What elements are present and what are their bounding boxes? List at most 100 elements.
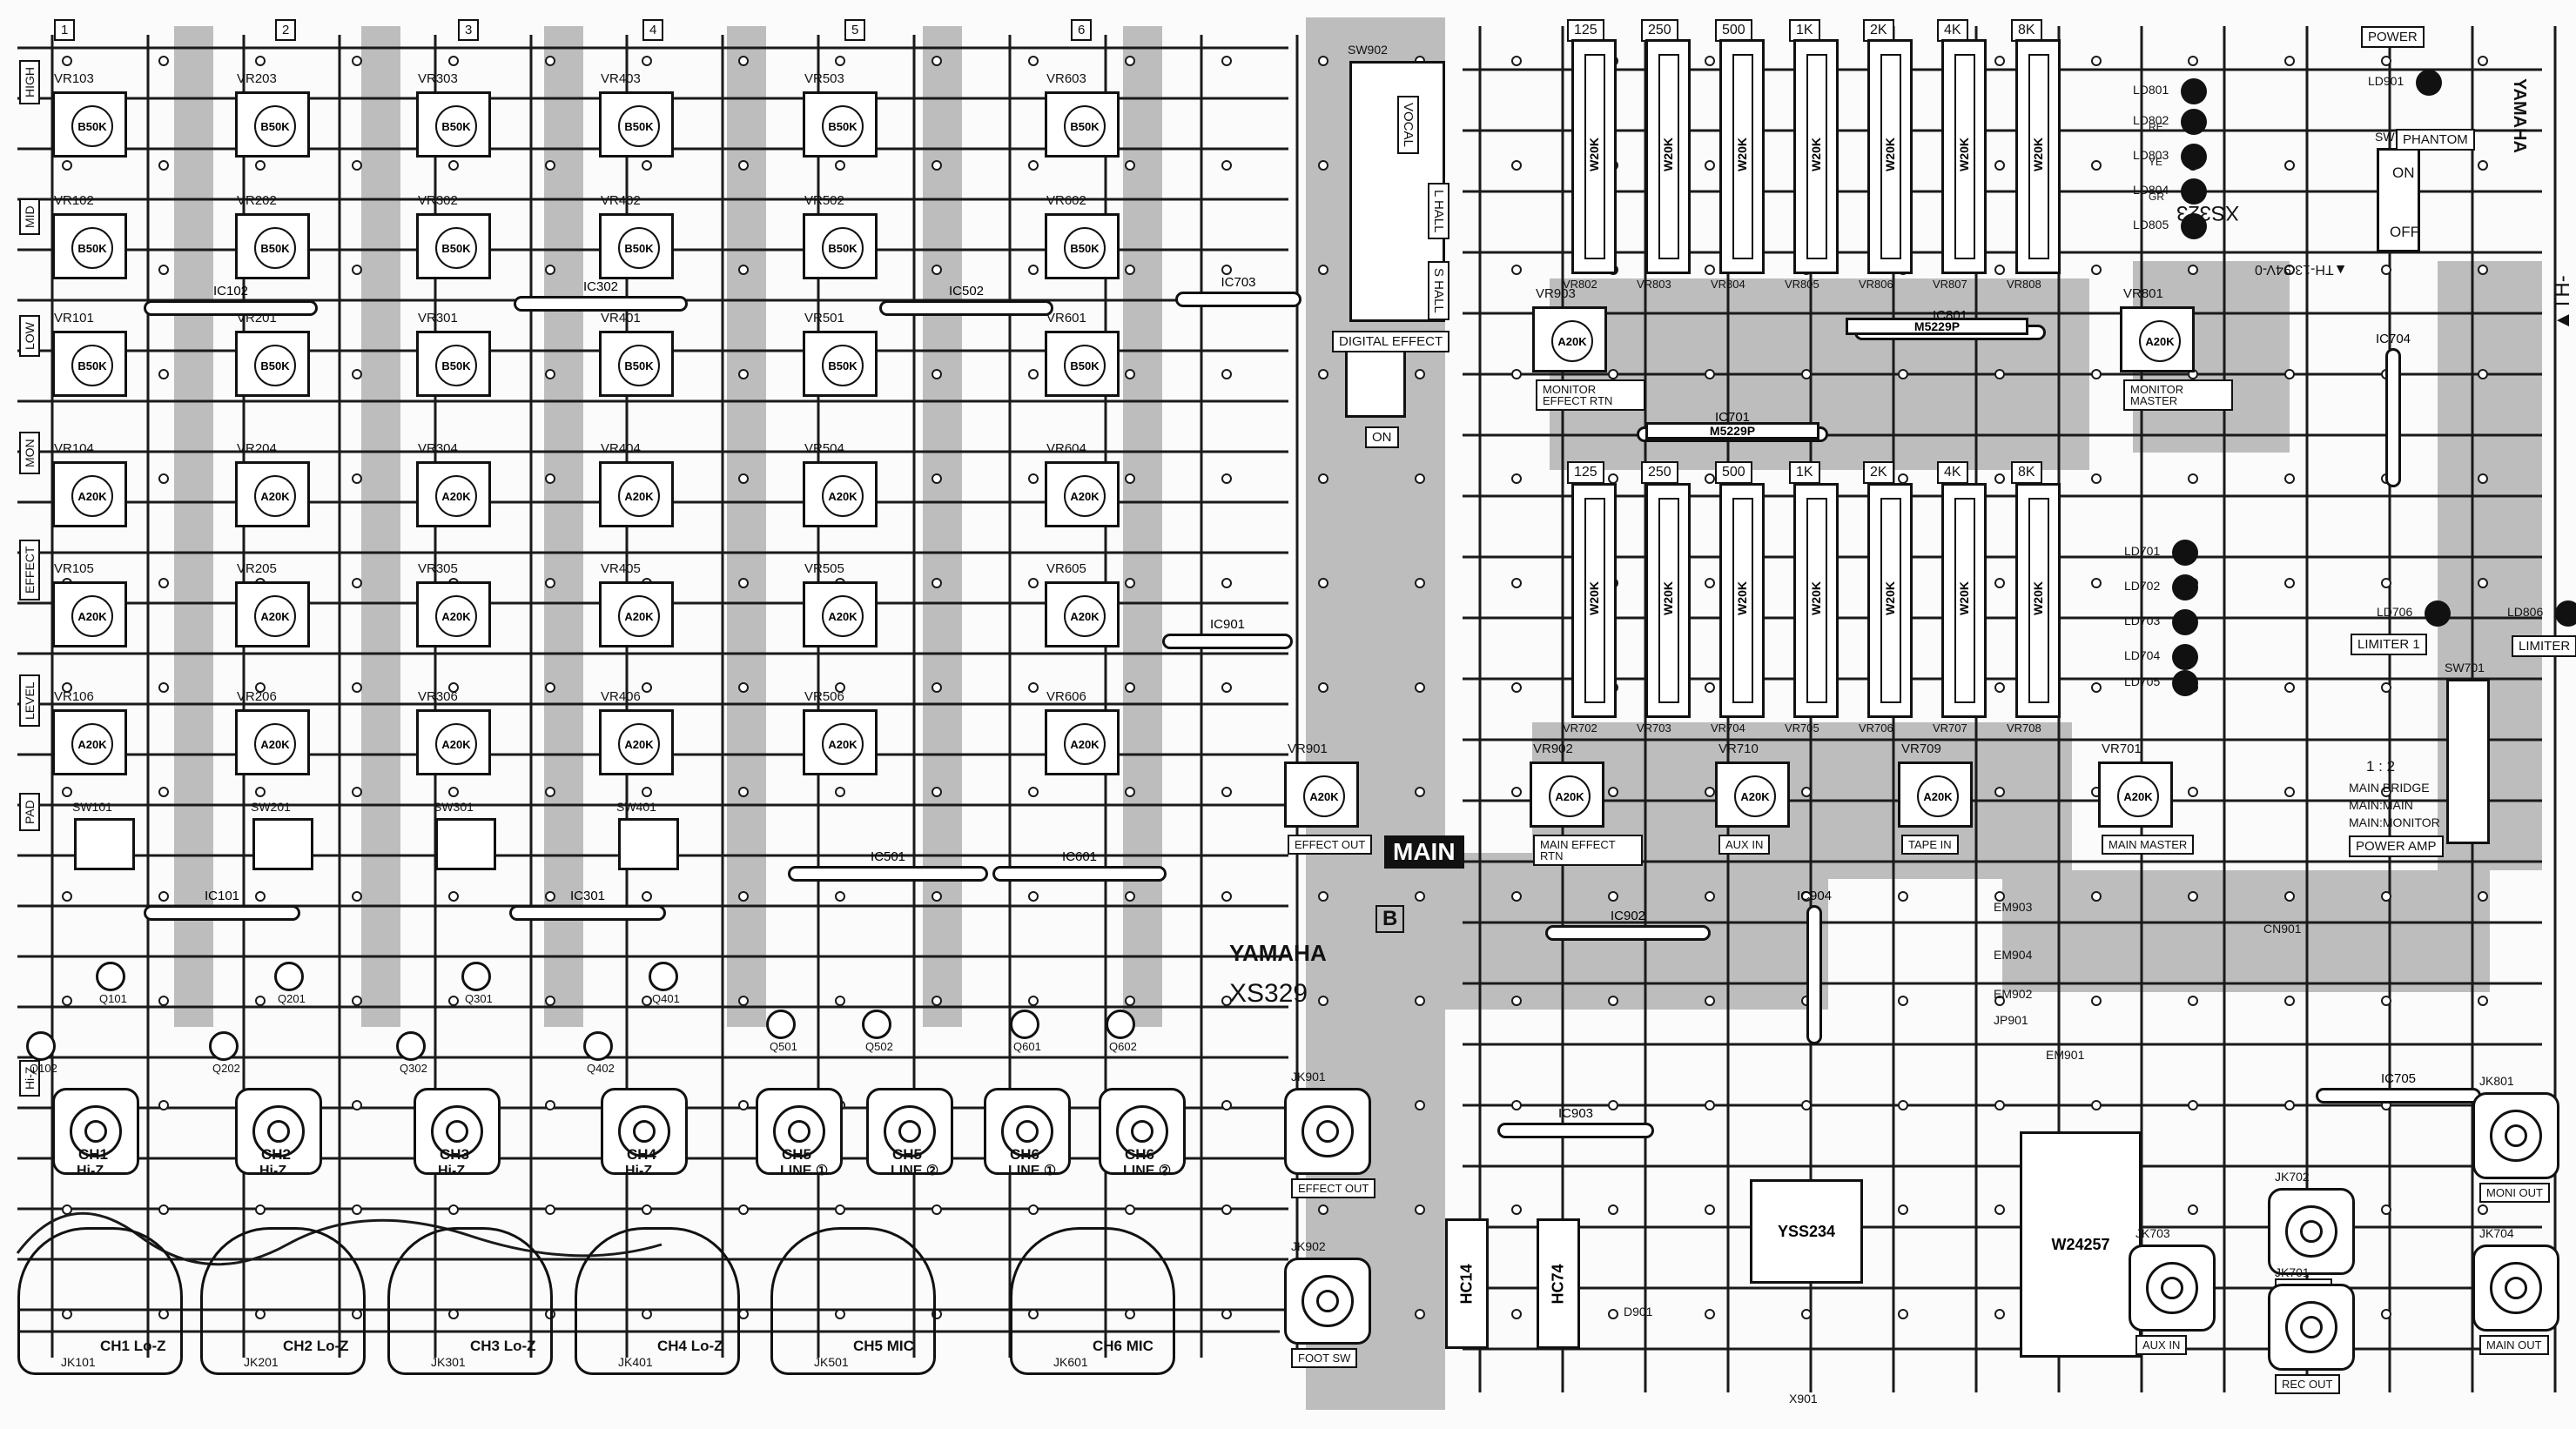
master-pot-vr901[interactable]: A20K (1284, 761, 1359, 828)
solder-pad (1705, 996, 1715, 1006)
xlr-jack-jk601[interactable] (1010, 1227, 1175, 1375)
eq-fader-vr806[interactable]: W20K (1867, 39, 1913, 274)
eq-fader-vr705[interactable]: W20K (1793, 483, 1839, 718)
pot-vr503[interactable]: B50K (803, 91, 878, 158)
fader-ref: VR805 (1785, 278, 1819, 291)
output-jack-jk902[interactable] (1284, 1258, 1371, 1345)
pot-vr602[interactable]: B50K (1045, 213, 1120, 279)
pot-vr106[interactable]: A20K (52, 709, 127, 775)
pot-vr405[interactable]: A20K (599, 581, 674, 647)
switch-sw201[interactable] (252, 818, 313, 870)
pot-vr202[interactable]: B50K (235, 213, 310, 279)
eq-band-lower: 2K (1863, 461, 1894, 484)
solder-pad (642, 787, 652, 797)
switch-sw101[interactable] (74, 818, 135, 870)
pot-vr303[interactable]: B50K (416, 91, 491, 158)
pot-vr403[interactable]: B50K (599, 91, 674, 158)
master-pot-vr801[interactable]: A20K (2120, 306, 2195, 372)
pot-ref: VR709 (1901, 741, 1941, 756)
xlr-jack-jk101[interactable] (17, 1227, 183, 1375)
pot-vr203[interactable]: B50K (235, 91, 310, 158)
eq-fader-vr805[interactable]: W20K (1793, 39, 1839, 274)
master-pot-vr903[interactable]: A20K (1532, 306, 1607, 372)
jack-label: CH6 (1125, 1146, 1155, 1163)
pot-vr505[interactable]: A20K (803, 581, 878, 647)
input-jack-ch5-4[interactable] (756, 1088, 843, 1175)
input-jack-ch6-7[interactable] (1099, 1088, 1186, 1175)
pot-vr504[interactable]: A20K (803, 461, 878, 527)
jack-ring (70, 1105, 122, 1157)
master-pot-vr709[interactable]: A20K (1898, 761, 1973, 828)
eq-fader-vr707[interactable]: W20K (1941, 483, 1987, 718)
output-jack-jk901[interactable] (1284, 1088, 1371, 1175)
eq-fader-vr803[interactable]: W20K (1645, 39, 1691, 274)
input-jack-ch5-5[interactable] (866, 1088, 953, 1175)
output-jack-jk702[interactable] (2268, 1188, 2355, 1275)
solder-pad (1511, 1204, 1522, 1215)
eq-fader-vr702[interactable]: W20K (1571, 483, 1617, 718)
jack-hole (2161, 1277, 2183, 1299)
output-jack-jk704[interactable] (2472, 1245, 2559, 1332)
pot-vr101[interactable]: B50K (52, 331, 127, 397)
pot-vr506[interactable]: A20K (803, 709, 878, 775)
pot-vr104[interactable]: A20K (52, 461, 127, 527)
pot-vr301[interactable]: B50K (416, 331, 491, 397)
pot-vr105[interactable]: A20K (52, 581, 127, 647)
solder-pad (738, 369, 749, 379)
input-jack-ch4-3[interactable] (601, 1088, 688, 1175)
switch-sw701[interactable] (2446, 679, 2490, 844)
output-jack-jk701[interactable] (2268, 1284, 2355, 1371)
switch-sw401[interactable] (618, 818, 679, 870)
pot-vr502[interactable]: B50K (803, 213, 878, 279)
eq-fader-vr808[interactable]: W20K (2015, 39, 2061, 274)
pot-vr601[interactable]: B50K (1045, 331, 1120, 397)
pot-vr401[interactable]: B50K (599, 331, 674, 397)
led-ref: LD701 (2124, 544, 2161, 558)
transistor-q201 (274, 962, 304, 991)
pot-vr606[interactable]: A20K (1045, 709, 1120, 775)
master-pot-vr701[interactable]: A20K (2098, 761, 2173, 828)
switch-sw301[interactable] (435, 818, 496, 870)
eq-fader-vr708[interactable]: W20K (2015, 483, 2061, 718)
switch-sw901[interactable] (1345, 348, 1406, 418)
pot-vr306[interactable]: A20K (416, 709, 491, 775)
eq-fader-vr804[interactable]: W20K (1719, 39, 1765, 274)
pot-vr206[interactable]: A20K (235, 709, 310, 775)
pot-vr406[interactable]: A20K (599, 709, 674, 775)
pot-vr404[interactable]: A20K (599, 461, 674, 527)
pot-value: B50K (1064, 227, 1106, 269)
xlr-jack-jk201[interactable] (200, 1227, 366, 1375)
pot-vr302[interactable]: B50K (416, 213, 491, 279)
master-pot-vr710[interactable]: A20K (1715, 761, 1790, 828)
xlr-jack-jk301[interactable] (387, 1227, 553, 1375)
input-jack-ch1-0[interactable] (52, 1088, 139, 1175)
pot-vr304[interactable]: A20K (416, 461, 491, 527)
eq-fader-vr706[interactable]: W20K (1867, 483, 1913, 718)
eq-fader-vr807[interactable]: W20K (1941, 39, 1987, 274)
master-pot-vr902[interactable]: A20K (1530, 761, 1604, 828)
xlr-jack-jk401[interactable] (575, 1227, 740, 1375)
pot-vr103[interactable]: B50K (52, 91, 127, 158)
solder-pad (1125, 787, 1135, 797)
solder-pad (1801, 369, 1812, 379)
pot-vr205[interactable]: A20K (235, 581, 310, 647)
output-jack-jk801[interactable] (2472, 1092, 2559, 1179)
eq-fader-vr802[interactable]: W20K (1571, 39, 1617, 274)
pot-vr501[interactable]: B50K (803, 331, 878, 397)
pot-vr201[interactable]: B50K (235, 331, 310, 397)
eq-fader-vr703[interactable]: W20K (1645, 483, 1691, 718)
pot-vr102[interactable]: B50K (52, 213, 127, 279)
xlr-jack-jk501[interactable] (770, 1227, 936, 1375)
input-jack-ch2-1[interactable] (235, 1088, 322, 1175)
input-jack-ch6-6[interactable] (984, 1088, 1071, 1175)
pot-vr204[interactable]: A20K (235, 461, 310, 527)
eq-fader-vr704[interactable]: W20K (1719, 483, 1765, 718)
input-jack-ch3-2[interactable] (414, 1088, 501, 1175)
pot-vr402[interactable]: B50K (599, 213, 674, 279)
solder-pad (158, 787, 169, 797)
pot-vr305[interactable]: A20K (416, 581, 491, 647)
pot-vr605[interactable]: A20K (1045, 581, 1120, 647)
output-jack-jk703[interactable] (2129, 1245, 2216, 1332)
pot-vr603[interactable]: B50K (1045, 91, 1120, 158)
pot-vr604[interactable]: A20K (1045, 461, 1120, 527)
